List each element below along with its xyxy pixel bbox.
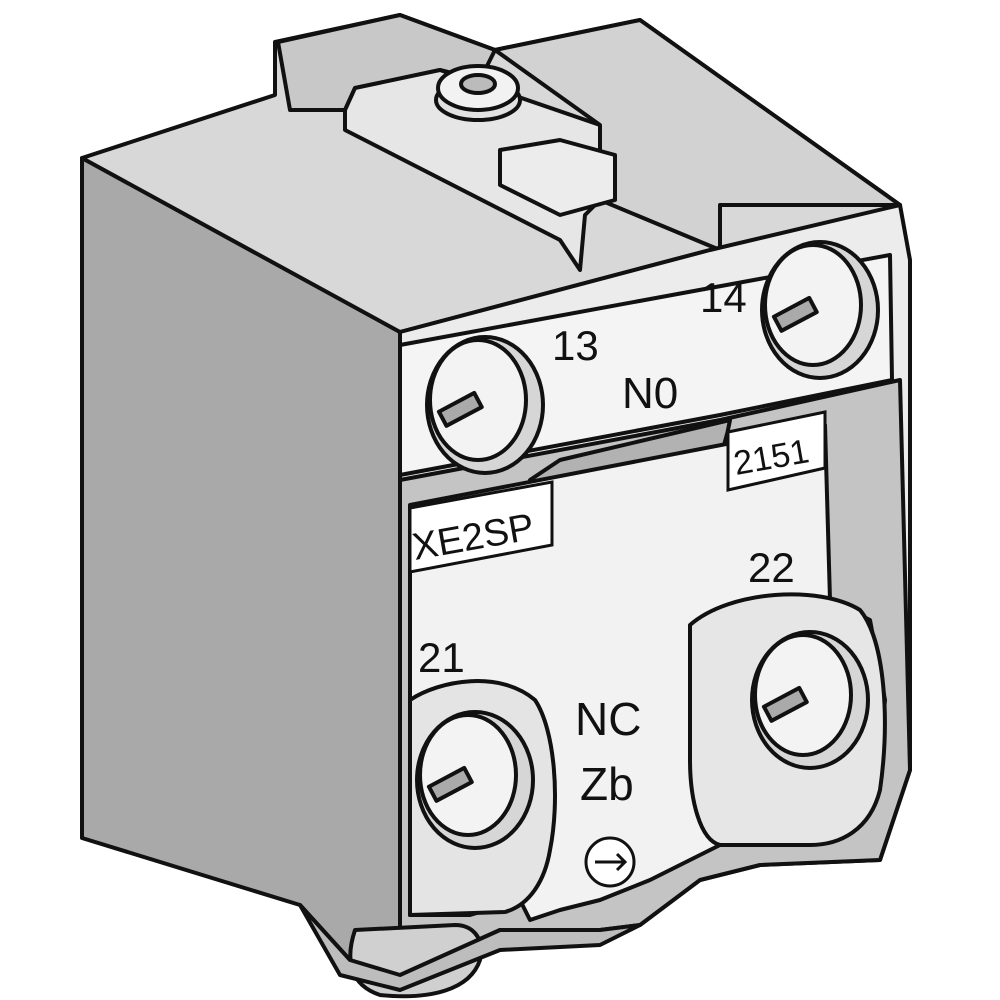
model-label-box: [408, 480, 554, 574]
terminal-13-label: 13: [552, 322, 599, 369]
terminal-21-screw: [415, 710, 535, 850]
top-rail-step: [498, 138, 617, 217]
part-code-label-box: [726, 410, 827, 492]
contact-nc-label: NC: [575, 693, 641, 745]
terminal-22-label: 22: [748, 544, 795, 591]
bottom-ledge: [298, 903, 642, 992]
terminal-14-screw: [760, 240, 880, 380]
top-screw-socket: [459, 73, 497, 95]
top-rail-channel: [493, 18, 902, 252]
contact-no-label: N0: [622, 369, 678, 418]
arrow-right-in-circle-icon: [584, 836, 636, 888]
terminal-21-label: 21: [418, 634, 465, 681]
zb-label: Zb: [580, 758, 634, 810]
terminal-14-label: 14: [700, 274, 747, 321]
terminal-13-screw: [425, 335, 545, 475]
terminal-22-screw: [750, 630, 870, 770]
